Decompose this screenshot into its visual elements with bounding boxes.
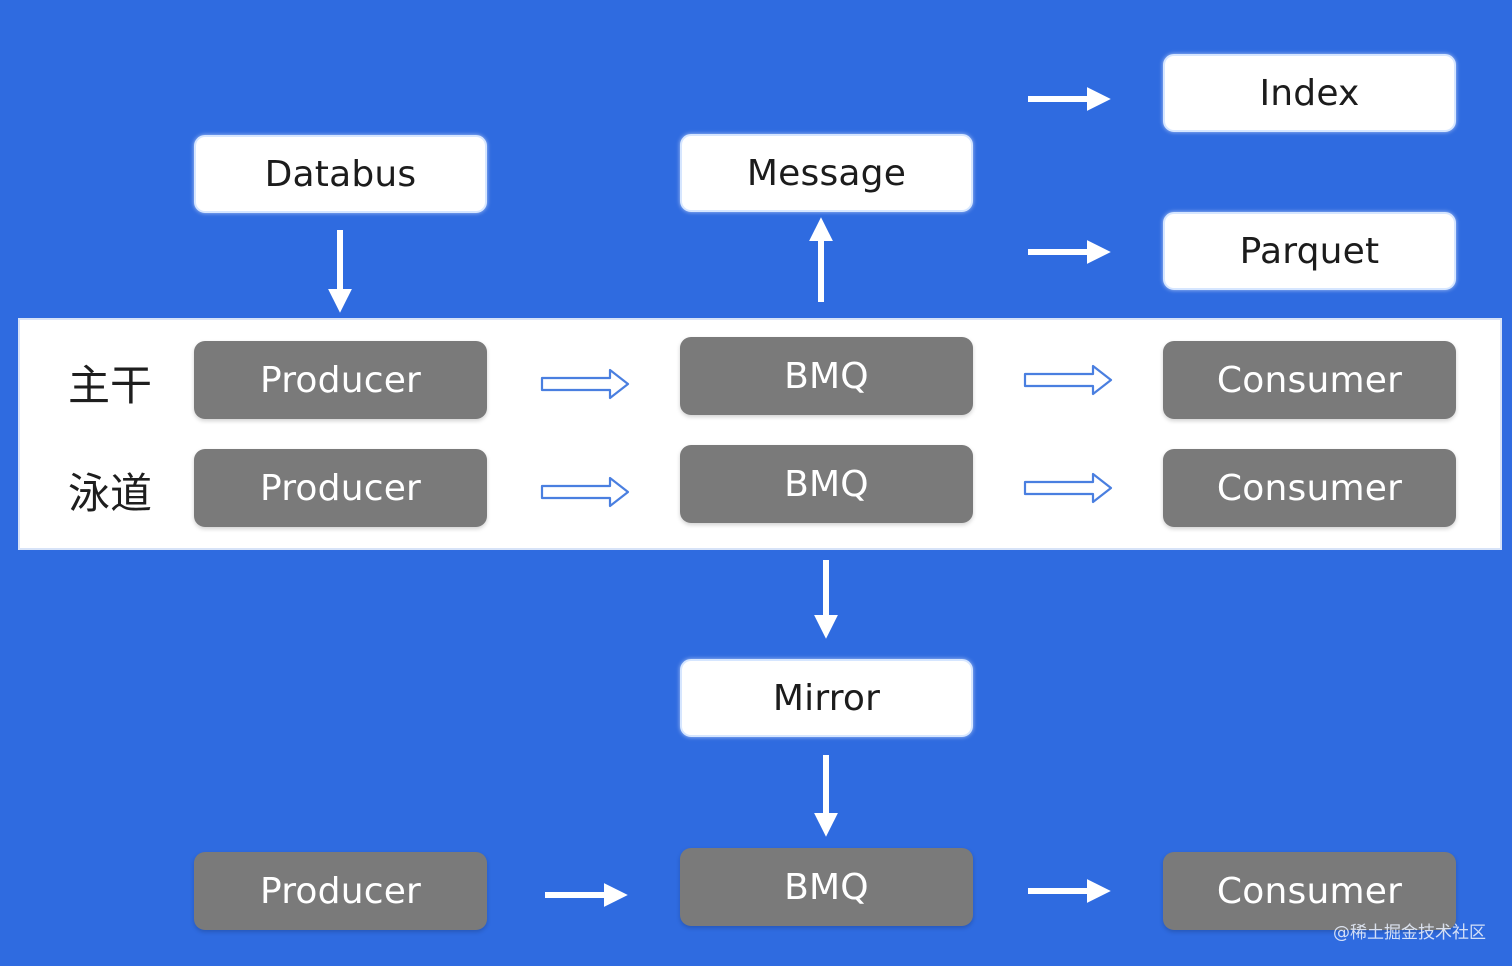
hollow-arrow-main-left: [540, 368, 630, 400]
message-box: Message: [680, 134, 973, 212]
mirror-box: Mirror: [680, 659, 973, 737]
watermark: @稀土掘金技术社区: [1333, 923, 1486, 943]
index-box: Index: [1163, 54, 1456, 132]
lane-label-main: 主干: [68, 361, 153, 410]
bmq-box-bottom: BMQ: [680, 848, 973, 926]
producer-box-swimlane: Producer: [194, 449, 487, 527]
consumer-box-main: Consumer: [1163, 341, 1456, 419]
hollow-arrow-main-right: [1023, 364, 1113, 396]
consumer-box-bottom: Consumer: [1163, 852, 1456, 930]
hollow-arrow-swimlane-right: [1023, 472, 1113, 504]
producer-box-main: Producer: [194, 341, 487, 419]
hollow-arrow-swimlane-left: [540, 476, 630, 508]
bmq-box-main: BMQ: [680, 337, 973, 415]
lane-label-swimlane: 泳道: [68, 469, 153, 518]
consumer-box-swimlane: Consumer: [1163, 449, 1456, 527]
producer-box-bottom: Producer: [194, 852, 487, 930]
parquet-box: Parquet: [1163, 212, 1456, 290]
bmq-box-swimlane: BMQ: [680, 445, 973, 523]
databus-box: Databus: [194, 135, 487, 213]
